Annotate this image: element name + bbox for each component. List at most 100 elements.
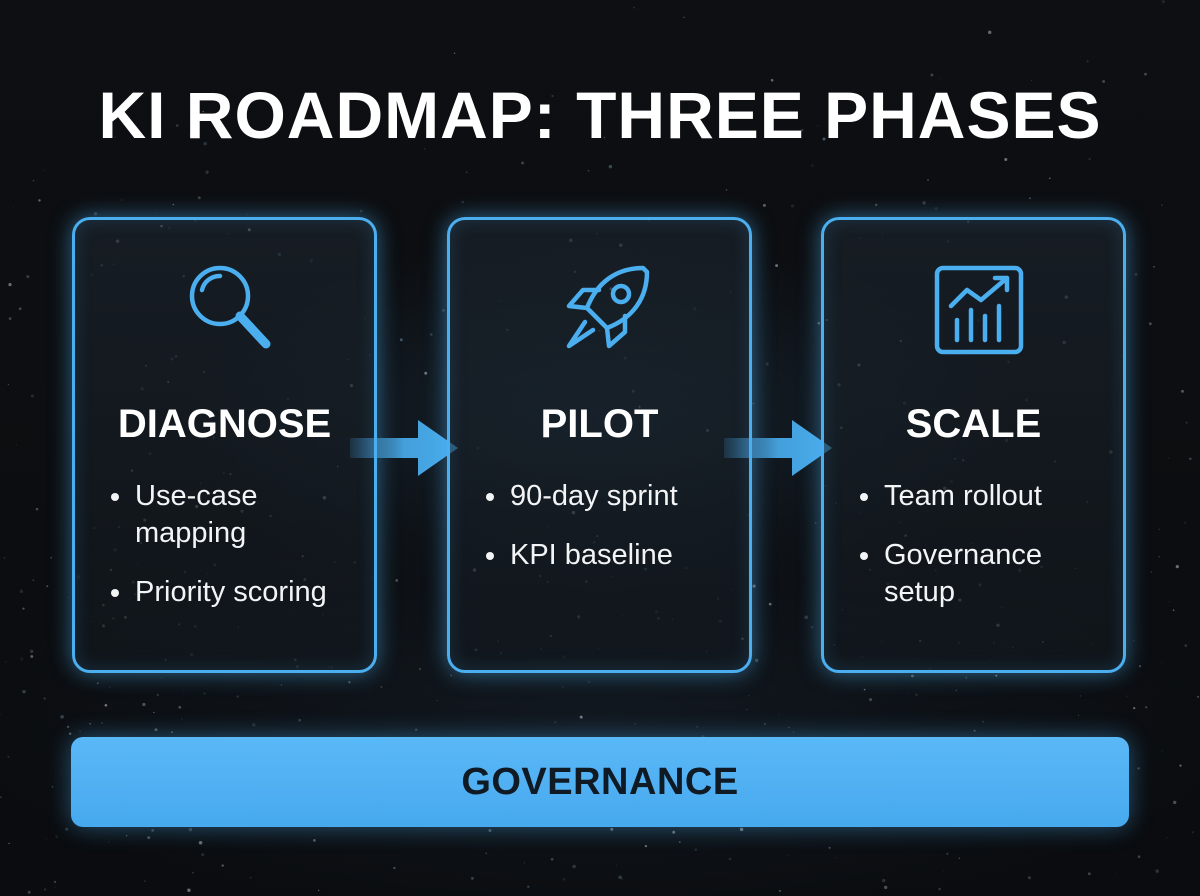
particle bbox=[1144, 72, 1147, 76]
particle bbox=[202, 110, 204, 113]
particle bbox=[1157, 602, 1159, 604]
particle bbox=[46, 585, 49, 588]
particle bbox=[0, 796, 2, 799]
particle bbox=[973, 729, 976, 732]
particle bbox=[252, 723, 256, 727]
particle bbox=[5, 660, 7, 663]
particle bbox=[101, 722, 103, 724]
particle bbox=[424, 371, 428, 375]
particle bbox=[869, 698, 873, 702]
particle bbox=[922, 201, 926, 205]
particle bbox=[470, 876, 474, 880]
phase-card-pilot: PILOT 90-day sprint KPI baseline bbox=[447, 217, 752, 673]
particle bbox=[817, 125, 819, 127]
particle bbox=[13, 206, 15, 208]
particle bbox=[154, 728, 158, 732]
bullet-item: Governance setup bbox=[854, 537, 1114, 611]
particle bbox=[1077, 714, 1079, 716]
particle bbox=[246, 213, 248, 215]
particle bbox=[205, 170, 209, 174]
particle bbox=[778, 713, 780, 715]
particle bbox=[597, 133, 599, 135]
particle bbox=[125, 834, 128, 837]
particle bbox=[151, 829, 154, 832]
particle bbox=[1172, 609, 1175, 612]
particle bbox=[765, 362, 769, 366]
particle bbox=[1175, 565, 1179, 569]
particle bbox=[800, 128, 804, 132]
particle bbox=[1148, 322, 1152, 326]
phase-card-diagnose: DIAGNOSE Use-case mapping Priority scori… bbox=[72, 217, 377, 673]
particle bbox=[621, 878, 623, 880]
particle bbox=[109, 687, 111, 689]
particle bbox=[19, 589, 24, 594]
particle bbox=[814, 522, 817, 524]
governance-bar: GOVERNANCE bbox=[71, 737, 1129, 827]
particle bbox=[882, 878, 886, 883]
particle bbox=[1031, 79, 1033, 81]
phase-card-scale: SCALE Team rollout Governance setup bbox=[821, 217, 1126, 673]
particle bbox=[27, 890, 31, 894]
particle bbox=[459, 92, 462, 95]
particle bbox=[1133, 706, 1136, 710]
particle bbox=[1169, 601, 1170, 603]
particle bbox=[203, 141, 207, 146]
particle bbox=[35, 507, 39, 511]
particle bbox=[191, 871, 194, 874]
particle bbox=[187, 888, 191, 893]
particle bbox=[178, 705, 182, 709]
particle bbox=[8, 842, 10, 845]
particle bbox=[54, 880, 57, 883]
particle bbox=[1086, 60, 1089, 63]
particle bbox=[1102, 80, 1106, 83]
phase-bullets: 90-day sprint KPI baseline bbox=[480, 478, 740, 596]
particle bbox=[183, 689, 185, 691]
particle bbox=[154, 212, 156, 214]
particle bbox=[1189, 457, 1192, 461]
particle bbox=[752, 402, 755, 405]
particle bbox=[114, 136, 116, 138]
particle bbox=[1126, 695, 1128, 698]
particle bbox=[527, 885, 530, 888]
particle bbox=[1150, 570, 1153, 573]
chart-icon bbox=[934, 265, 1024, 355]
particle bbox=[927, 178, 929, 181]
particle bbox=[203, 692, 206, 695]
particle bbox=[982, 720, 985, 723]
particle bbox=[380, 685, 383, 689]
particle bbox=[142, 702, 146, 707]
particle bbox=[770, 78, 774, 82]
particle bbox=[1184, 644, 1188, 648]
particle bbox=[587, 680, 591, 684]
particle bbox=[0, 713, 1, 715]
particle bbox=[995, 674, 998, 677]
governance-label: GOVERNANCE bbox=[461, 760, 739, 803]
particle bbox=[395, 578, 399, 582]
particle bbox=[172, 203, 175, 206]
particle bbox=[790, 204, 794, 208]
particle bbox=[32, 179, 35, 182]
particle bbox=[414, 728, 418, 732]
phase-title: PILOT bbox=[540, 402, 659, 446]
particle bbox=[1132, 639, 1135, 642]
particle bbox=[1004, 158, 1008, 161]
magnifier-icon bbox=[189, 265, 271, 349]
bullet-item: Team rollout bbox=[854, 478, 1114, 515]
particle bbox=[450, 674, 453, 677]
particle bbox=[180, 718, 183, 721]
particle bbox=[725, 189, 728, 191]
particle bbox=[69, 732, 72, 735]
particle bbox=[348, 681, 351, 684]
particle bbox=[104, 703, 108, 707]
particle bbox=[66, 725, 70, 729]
particle bbox=[313, 839, 316, 842]
particle bbox=[43, 697, 46, 700]
particle bbox=[461, 200, 465, 204]
arrow-right-icon bbox=[350, 420, 458, 476]
particle bbox=[1191, 831, 1195, 834]
particle bbox=[1134, 272, 1138, 276]
particle bbox=[175, 124, 179, 127]
particle bbox=[728, 857, 732, 861]
particle bbox=[22, 607, 25, 610]
particle bbox=[811, 626, 814, 629]
